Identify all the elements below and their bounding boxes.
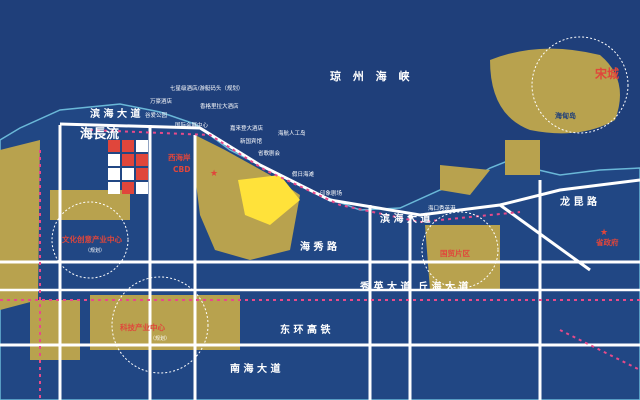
zone-keji: 科技产业中心 [120, 322, 165, 332]
zone-keji-sub: （规划） [150, 335, 170, 342]
guomao-ring [421, 211, 499, 289]
star-cbd-icon: ★ [210, 169, 218, 179]
land-haidian [490, 48, 620, 134]
land-west [0, 140, 40, 310]
land-wenhua [50, 190, 130, 220]
poi-jiari: 假日海滩 [292, 170, 315, 178]
road-donghuan: 东 环 高 铁 [280, 323, 330, 336]
zone-xihaian: 西海岸 [168, 152, 191, 162]
road-xiuying: 秀 英 大 道 [359, 280, 410, 293]
poi-xianggang: 香格里拉大酒店 [200, 102, 239, 110]
poi-dajuyuan: 省歌剧会 [258, 149, 281, 157]
highlight-plot [238, 175, 300, 225]
poi-qixing: 七星级酒店/游艇码头（规划） [170, 84, 243, 92]
land-wanlv [30, 300, 80, 360]
road-binhai-top: 滨 海 大 道 [90, 107, 140, 120]
zone-wenhua-sub: （规划） [85, 247, 105, 254]
haidian-ring [531, 36, 629, 134]
brand-songcheng: 宋城 [595, 66, 619, 81]
land-shiji [505, 140, 540, 175]
poi-wanhao: 万豪酒店 [150, 97, 173, 105]
zone-guomao: 国贸片区 [440, 248, 470, 258]
poi-haihang: 海航人工岛 [278, 129, 306, 137]
roads [0, 122, 640, 400]
poi-jiahe: 嘉来登大酒店 [230, 124, 264, 132]
sea-label: 琼 州 海 峡 [330, 69, 414, 83]
poi-xinguo: 新国宾馆 [240, 137, 263, 145]
road-qiuhai: 丘 海 大 道 [418, 280, 468, 293]
poi-guhai: 谷爱公园 [145, 111, 168, 119]
wenhua-ring [51, 201, 129, 279]
road-binhai-mid: 滨 海 大 道 [380, 212, 430, 225]
haichangliu-block [108, 140, 148, 194]
keji-ring [111, 276, 209, 374]
land-keji [90, 295, 240, 350]
road-longkun: 龙 昆 路 [559, 195, 598, 208]
poi-yindu: 印象剧场 [320, 189, 343, 197]
star-shengzhengfu-icon: ★ [600, 228, 608, 238]
zone-wenhua: 文化创意产业中心 [62, 234, 122, 244]
zone-cbd: CBD [173, 165, 190, 174]
poi-guoji: 国际会展中心 [175, 121, 209, 129]
road-haixiu: 海 秀 路 [300, 240, 338, 253]
poi-xiuying-gang: 海口秀英港 [428, 204, 456, 212]
land-guomao [425, 225, 500, 290]
island-haidian: 海甸岛 [555, 111, 576, 120]
brand-haichangliu: 海長流 [80, 126, 119, 142]
land-sanya [440, 165, 490, 195]
zone-shengzhengfu: 省政府 [595, 237, 619, 247]
road-nanhai: 南 海 大 道 [230, 362, 280, 375]
